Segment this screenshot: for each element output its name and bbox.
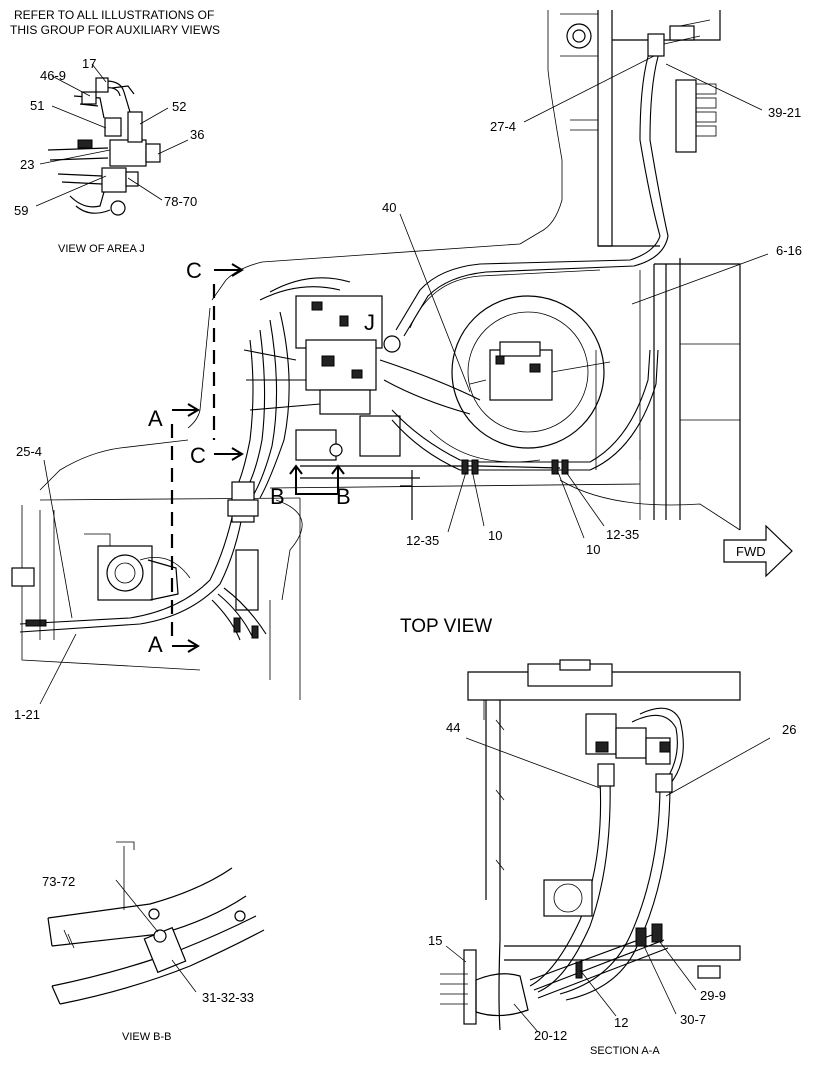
section-mark-b-left: B — [270, 484, 285, 509]
callout-1-21: 1-21 — [14, 707, 40, 722]
callout-44: 44 — [446, 720, 460, 735]
callout-78-70: 78-70 — [164, 194, 197, 209]
callout-15: 15 — [428, 933, 442, 948]
section-mark-b-right: B — [336, 484, 351, 509]
top-view-leaders — [39, 55, 769, 705]
view-b-b-title: VIEW B-B — [122, 1031, 172, 1043]
callout-25-4: 25-4 — [16, 444, 42, 459]
section-cut-lines — [170, 263, 345, 653]
top-view-title: TOP VIEW — [400, 616, 492, 637]
callout-6-16: 6-16 — [776, 243, 802, 258]
callout-39-21: 39-21 — [768, 105, 801, 120]
section-mark-c-top: C — [186, 258, 202, 283]
callout-23: 23 — [20, 157, 34, 172]
forward-label: FWD — [736, 544, 766, 559]
view-b-b-detail — [47, 841, 265, 1005]
area-j-detail — [35, 63, 189, 216]
callout-36: 36 — [190, 127, 204, 142]
view-area-j-title: VIEW OF AREA J — [58, 243, 145, 255]
callout-17: 17 — [82, 56, 96, 71]
callout-40: 40 — [382, 200, 396, 215]
section-mark-a-top: A — [148, 406, 163, 431]
top-view-hoses — [11, 19, 717, 641]
callout-10-right: 10 — [586, 542, 600, 557]
header-note-line-1: REFER TO ALL ILLUSTRATIONS OF — [14, 8, 214, 22]
callout-12-35-right: 12-35 — [606, 527, 639, 542]
callout-46-9: 46-9 — [40, 68, 66, 83]
callout-20-12: 20-12 — [534, 1028, 567, 1043]
header-note-line-2: THIS GROUP FOR AUXILIARY VIEWS — [10, 23, 220, 37]
callout-30-7: 30-7 — [680, 1012, 706, 1027]
section-a-a-detail — [440, 659, 771, 1033]
callout-31-32-33: 31-32-33 — [202, 990, 254, 1005]
callout-12-35-left: 12-35 — [406, 533, 439, 548]
section-mark-a-bottom: A — [148, 632, 163, 657]
callout-12: 12 — [614, 1015, 628, 1030]
section-mark-c-bottom: C — [190, 443, 206, 468]
section-a-a-title: SECTION A-A — [590, 1045, 660, 1057]
callout-29-9: 29-9 — [700, 988, 726, 1003]
forward-arrow-icon — [723, 524, 793, 578]
callout-52: 52 — [172, 99, 186, 114]
callout-59: 59 — [14, 203, 28, 218]
callout-10-left: 10 — [488, 528, 502, 543]
callout-73-72: 73-72 — [42, 874, 75, 889]
callout-51: 51 — [30, 98, 44, 113]
area-mark-j: J — [364, 310, 375, 335]
callout-27-4: 27-4 — [490, 119, 516, 134]
callout-26: 26 — [782, 722, 796, 737]
